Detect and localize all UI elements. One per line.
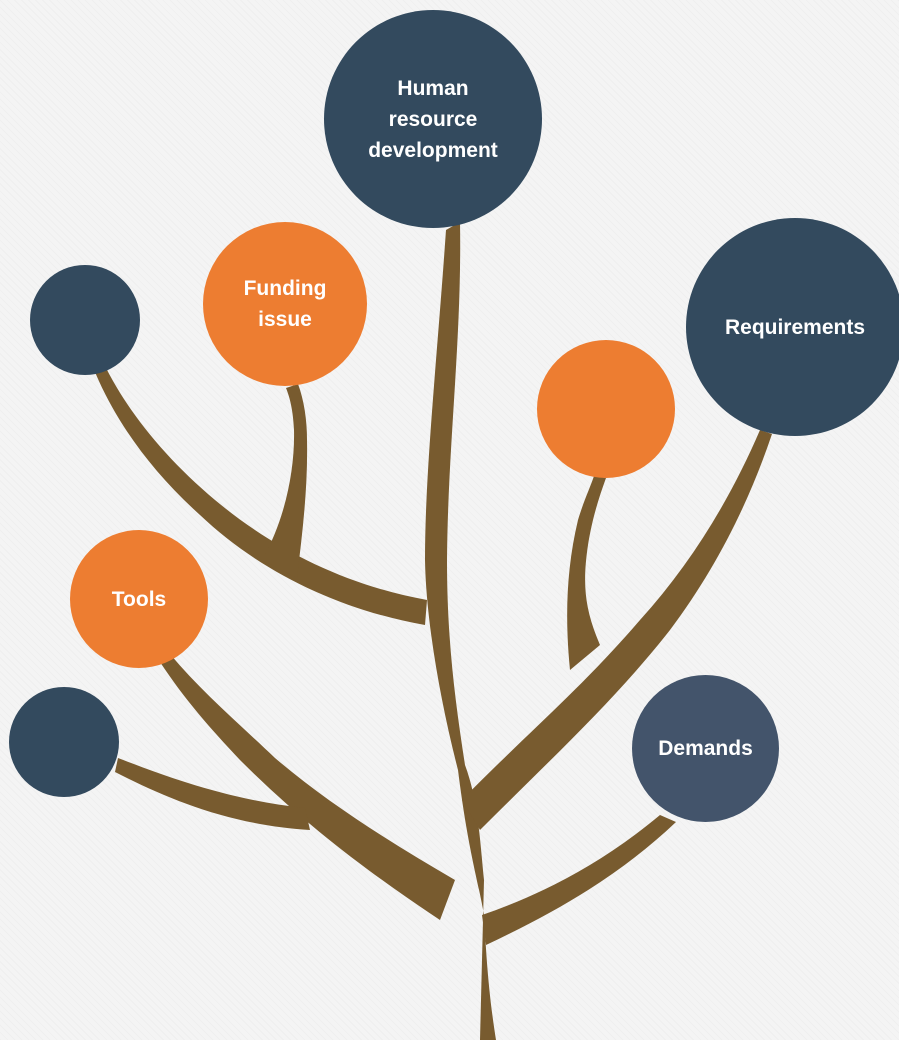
node-navy-circle-bottom-left — [9, 687, 119, 797]
node-funding-issue: Funding issue — [203, 222, 367, 386]
node-label-demands: Demands — [658, 737, 753, 760]
branch-orange-plain — [567, 476, 606, 670]
node-orange-circle-unlabeled — [537, 340, 675, 478]
branch-requirements — [462, 430, 772, 830]
branch-funding — [262, 384, 308, 578]
node-label-human-resource-development: Human resource development — [368, 76, 498, 162]
node-label-tools: Tools — [111, 587, 167, 611]
node-tools: Tools — [70, 530, 208, 668]
branch-lower-left — [160, 654, 455, 920]
node-navy-circle-top-left — [30, 265, 140, 375]
node-label-requirements: Requirements — [724, 315, 866, 339]
node-requirements: Requirements — [686, 218, 899, 436]
node-human-resource-development: Human resource development — [324, 10, 542, 228]
trunk — [382, 222, 496, 1040]
tree-trunk-group — [95, 222, 772, 1040]
node-label-funding-issue: Funding issue — [243, 277, 327, 331]
branch-bottom-navy — [115, 758, 310, 830]
node-demands: Demands — [632, 675, 779, 822]
branch-demands — [482, 815, 676, 945]
branch-upper-left — [95, 366, 427, 625]
